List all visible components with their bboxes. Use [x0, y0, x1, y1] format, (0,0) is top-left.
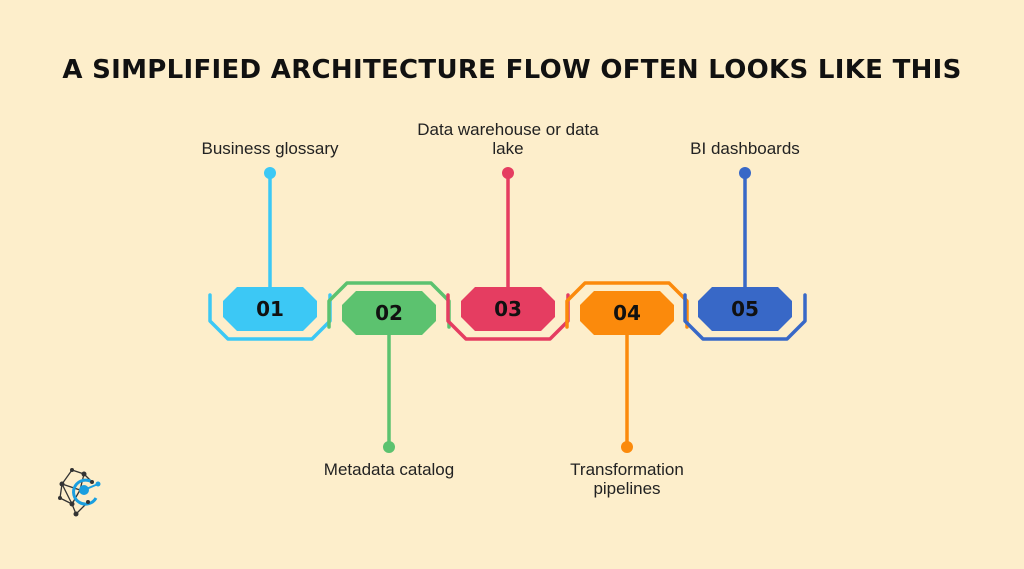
step-badge [698, 287, 792, 331]
step-01: 01 [208, 167, 332, 341]
step-label-05: BI dashboards [690, 139, 800, 158]
step-number: 03 [494, 297, 522, 321]
step-number: 04 [613, 301, 641, 325]
step-03: 03 [446, 167, 570, 341]
step-number: 05 [731, 297, 759, 321]
step-bracket [683, 293, 807, 341]
step-connector-dot [621, 441, 633, 453]
step-badge [461, 287, 555, 331]
network-nodes-logo-icon [58, 468, 101, 517]
step-connector-dot [264, 167, 276, 179]
step-label-03: Data warehouse or data lake [417, 120, 599, 158]
step-05: 05 [683, 167, 807, 341]
step-badge [342, 291, 436, 335]
step-badge [580, 291, 674, 335]
step-badge [223, 287, 317, 331]
diagram-title: A SIMPLIFIED ARCHITECTURE FLOW OFTEN LOO… [62, 55, 962, 85]
step-number: 01 [256, 297, 284, 321]
step-label-02: Metadata catalog [323, 460, 455, 479]
step-bracket [565, 281, 689, 329]
step-connector-dot [502, 167, 514, 179]
step-04: 04 [565, 281, 689, 453]
step-connector-dot [739, 167, 751, 179]
step-label-01: Business glossary [201, 139, 339, 158]
step-label-04: Transformation pipelines [570, 460, 684, 498]
step-connector-dot [383, 441, 395, 453]
step-02: 02 [327, 281, 451, 453]
step-number: 02 [375, 301, 403, 325]
